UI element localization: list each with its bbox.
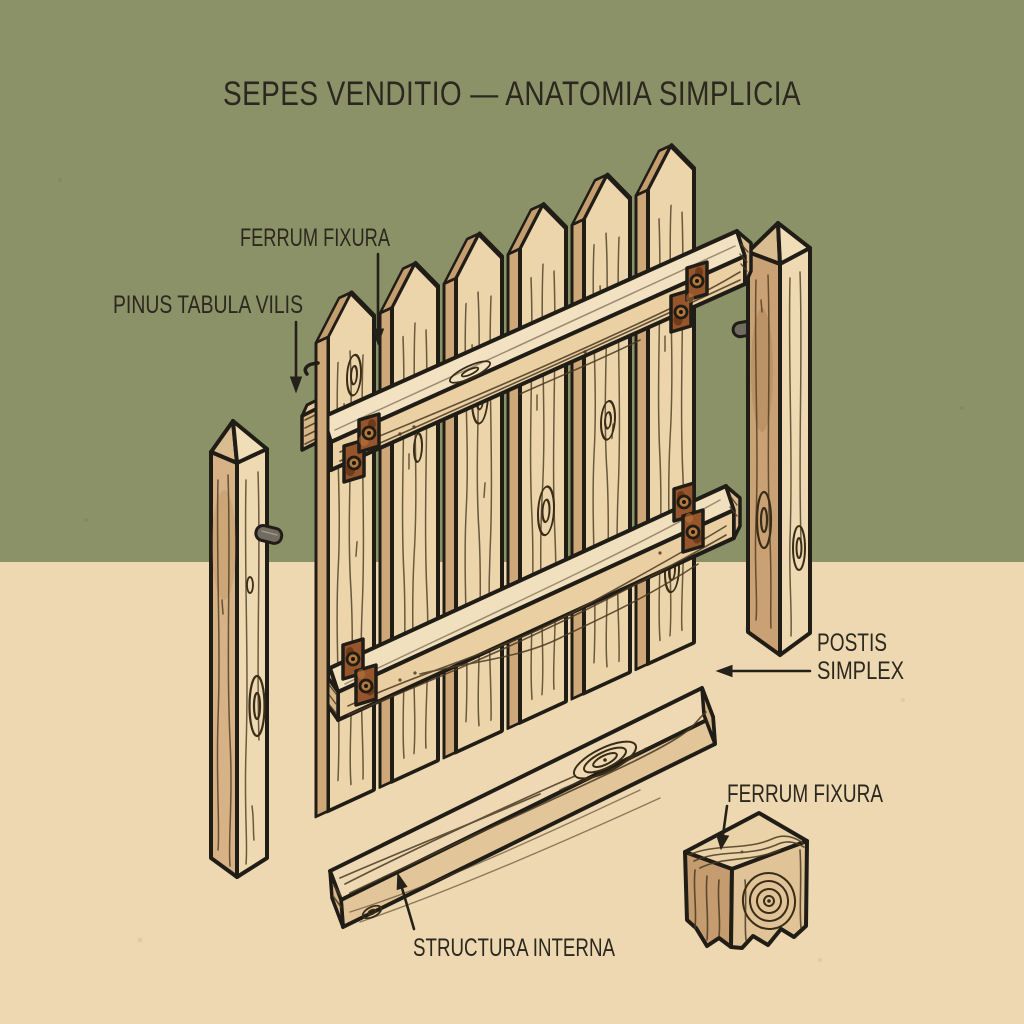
label-postis: POSTIS: [817, 629, 887, 657]
rail-bottom: [322, 484, 742, 722]
picket-1: [326, 290, 376, 814]
label-structura-interna: STRUCTURA INTERNA: [413, 934, 615, 962]
arrow-picket-board: [289, 320, 303, 394]
label-pinus-tabula-vilis: PINUS TABULA VILIS: [113, 291, 303, 319]
block-grain: [688, 835, 805, 941]
left-post-knot: [246, 576, 266, 738]
picket-1-edge-nub: [303, 361, 320, 376]
label-ferrum-fixura-top: FERRUM FIXURA: [240, 224, 390, 252]
arrow-post-simplex: [715, 664, 812, 678]
page-title: SEPES VENDITIO — ANATOMIA SIMPLICIA: [223, 75, 801, 113]
paper-specks: [58, 178, 964, 962]
rail-top-knot: [449, 360, 491, 384]
loose-rail-plank: [328, 686, 717, 929]
arrow-bracket-bottom: [715, 804, 730, 851]
bracket-bottom-right: [672, 481, 705, 554]
bracket-top-left: [342, 412, 381, 484]
right-post-right-face: [778, 246, 812, 657]
plank-knot: [361, 740, 638, 920]
right-post-knots: [755, 490, 806, 571]
block-rings: [741, 872, 797, 930]
callout-arrows: [289, 252, 812, 931]
left-post-grain: [216, 471, 260, 867]
left-post: [209, 419, 284, 879]
metal-brackets: [341, 260, 709, 707]
right-post: [731, 221, 812, 657]
picket-3: [442, 231, 504, 760]
picket-2: [378, 260, 440, 789]
picket-1-edge-strip: [314, 290, 353, 819]
arrow-bracket-top: [371, 252, 385, 346]
wood-block: [683, 811, 809, 950]
left-post-peg: [254, 523, 284, 545]
plank-right-end: [700, 686, 717, 746]
picket-6: [634, 143, 696, 672]
label-simplex: SIMPLEX: [817, 657, 904, 685]
plank-grain: [332, 711, 707, 923]
bracket-bottom-left: [341, 637, 378, 707]
arrow-inner-rail: [396, 872, 416, 931]
label-ferrum-fixura-bottom: FERRUM FIXURA: [727, 780, 883, 808]
bracket-top-right: [669, 260, 709, 334]
rail-bottom-right-end: [724, 484, 742, 540]
